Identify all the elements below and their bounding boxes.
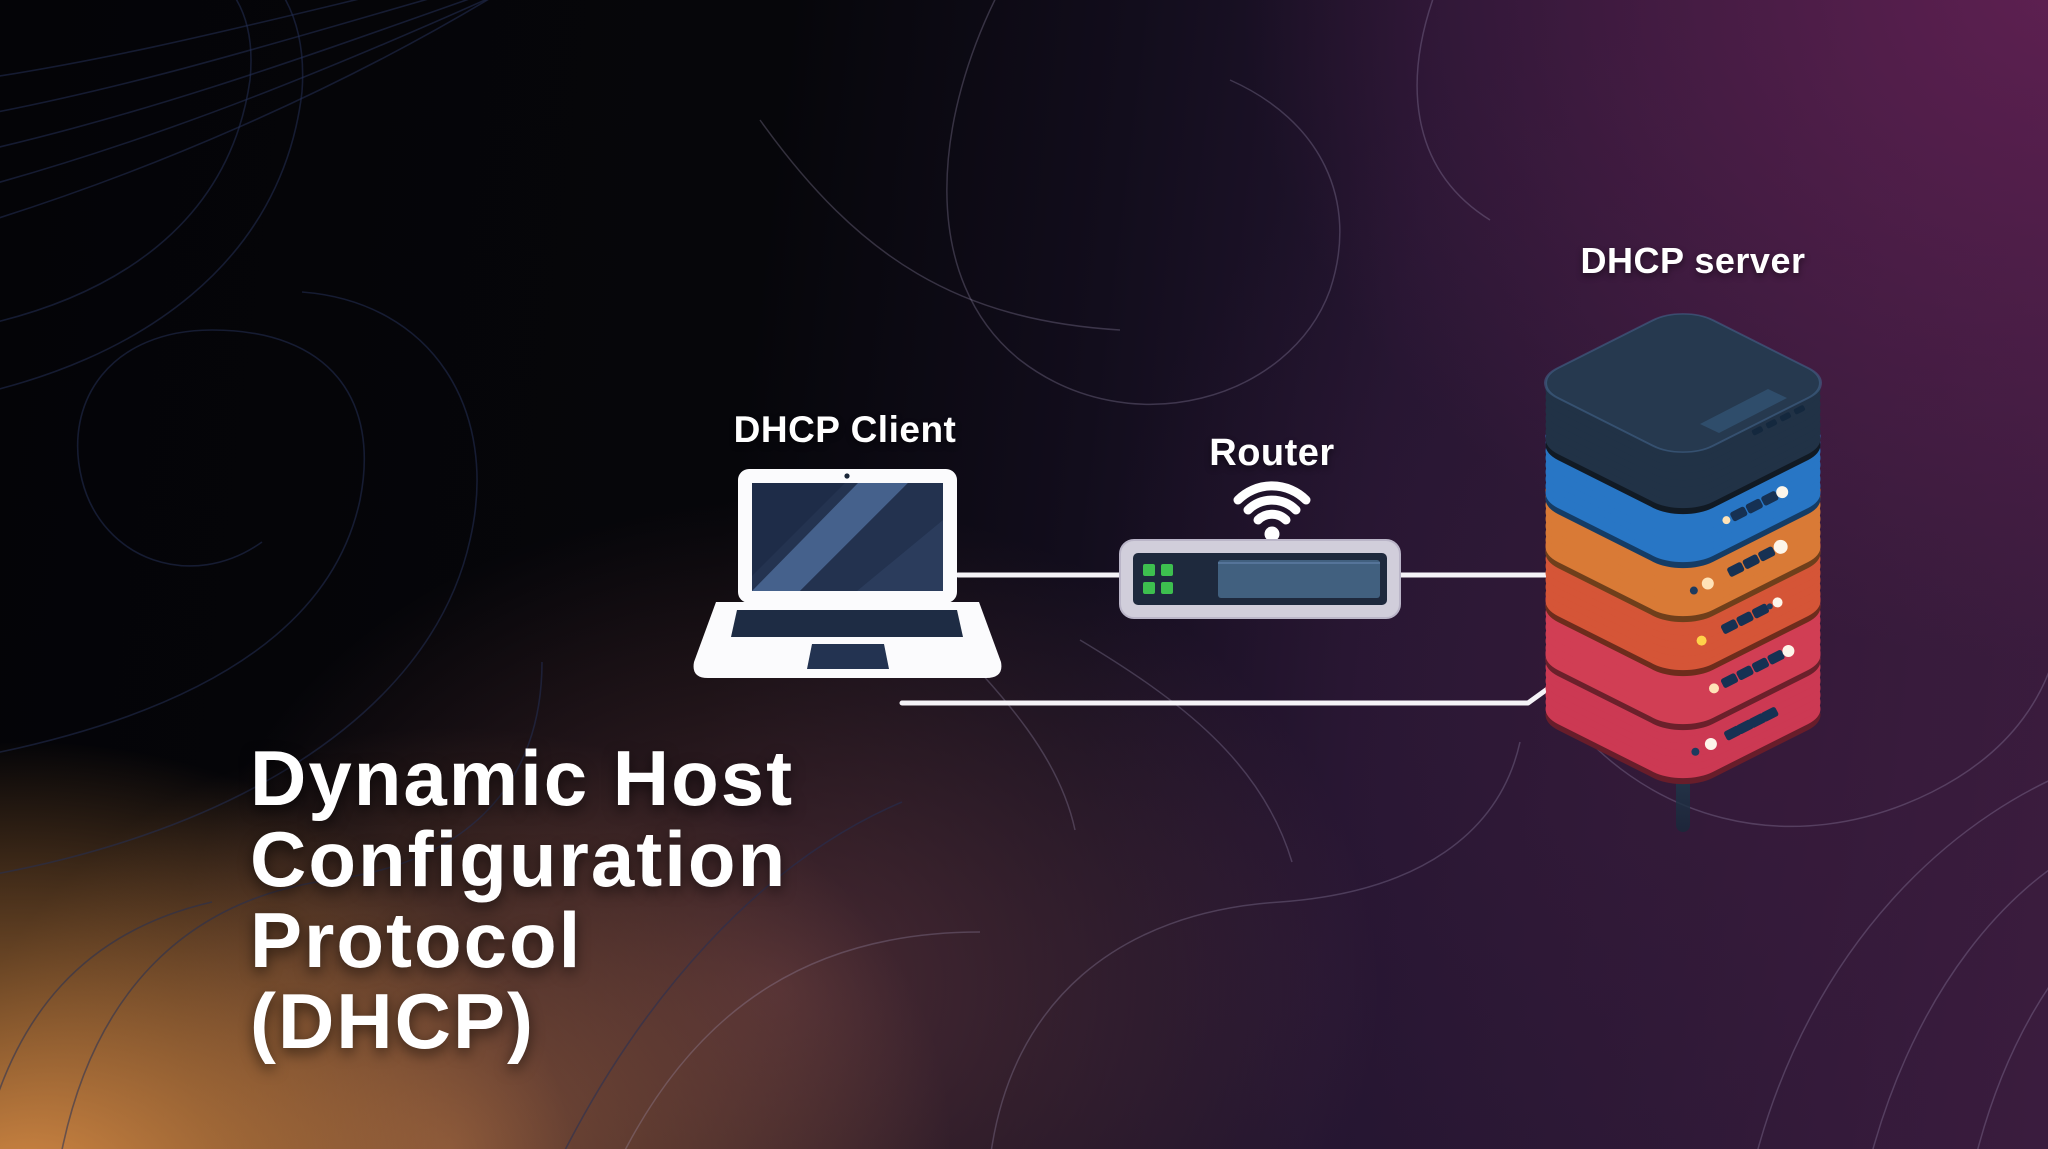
server-stack-illustration xyxy=(1544,313,1822,832)
router-illustration xyxy=(1119,539,1401,619)
wifi-icon xyxy=(1233,481,1311,542)
page-title: Dynamic Host Configuration Protocol (DHC… xyxy=(250,734,795,1065)
keyboard-panel xyxy=(731,610,963,637)
server-label: DHCP server xyxy=(1580,240,1806,281)
contour-lines-left xyxy=(0,0,903,1149)
laptop-illustration xyxy=(693,469,1002,678)
client-label: DHCP Client xyxy=(733,409,957,450)
router-label: Router xyxy=(1209,432,1335,474)
server-lid-details xyxy=(1700,389,1806,436)
router-display xyxy=(1218,560,1380,598)
link-client-server-elbow xyxy=(899,674,1567,706)
webcam-dot xyxy=(844,473,850,479)
trackpad xyxy=(807,644,889,669)
contour-lines-right xyxy=(624,0,2048,1149)
router-led-grid xyxy=(1143,564,1173,594)
